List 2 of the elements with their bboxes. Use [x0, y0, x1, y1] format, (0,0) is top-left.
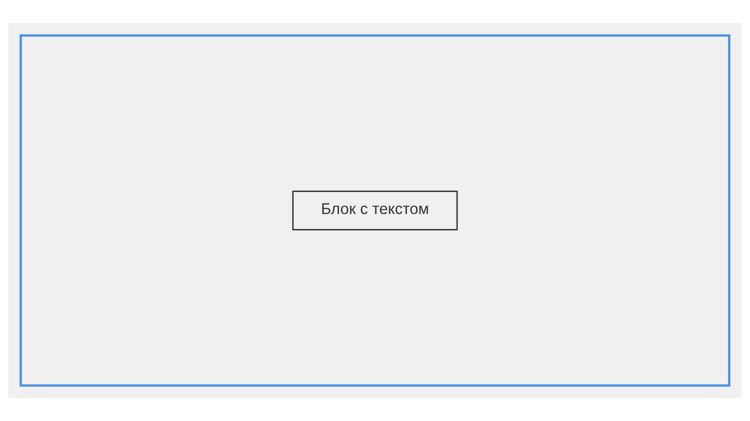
node-box: Блок с текстом	[292, 190, 458, 230]
cluster	[20, 34, 730, 387]
